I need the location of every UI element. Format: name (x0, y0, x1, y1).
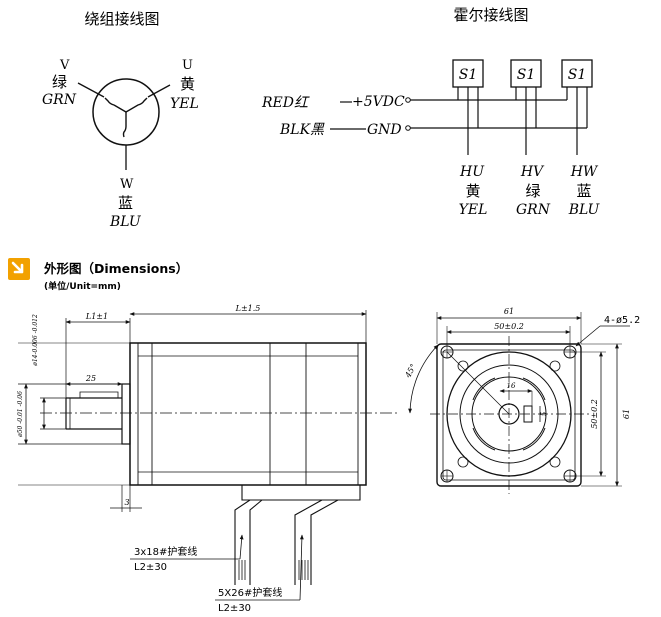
v-lead (77, 82, 105, 98)
hall-sensor-u-label: S1 (459, 67, 478, 83)
dim-holes-label: 4-ø5.2 (604, 315, 640, 326)
flange-pilot (121, 383, 131, 445)
winding-v-coil (104, 97, 127, 113)
hall-sensor-w-label: S1 (568, 67, 587, 83)
hu-code: HU (459, 164, 485, 180)
vdc-terminal (405, 97, 411, 103)
hall-title: 霍尔接线图 (453, 6, 528, 24)
dimensions-title: 外形图（Dimensions） (43, 261, 188, 276)
dim-l1-label: L1±1 (85, 312, 108, 321)
arrow-down-right-icon (11, 261, 24, 274)
hv-code: HV (520, 164, 545, 180)
dim-flange-thick-label: 3 (124, 498, 129, 507)
winding-diagram: 绕组接线图 V 绿 GRN U 黄 YEL W 蓝 BLU (42, 10, 199, 230)
winding-w-coil (122, 112, 127, 138)
cable-1-label: 3x18#护套线 (134, 545, 197, 558)
hu-cn: 黄 (465, 182, 480, 200)
dim-bolt-spacing-label: 50±0.2 (494, 322, 524, 331)
blk-label: BLK黑 (279, 122, 325, 138)
u-cn: 黄 (180, 75, 195, 93)
dim-key-depth-label: 5 (540, 411, 548, 416)
hw-en: BLU (568, 202, 601, 218)
dim-height-label: 61 (622, 409, 631, 419)
cable-2-length: L2±30 (218, 603, 251, 614)
shaft (65, 397, 122, 430)
motor-body (129, 342, 367, 486)
motor-side-view (18, 310, 400, 585)
dim-shaft-dia-label: ø14-0.006 -0.012 (32, 314, 39, 367)
hall-sensor-v-label: S1 (517, 67, 536, 83)
w-cn: 蓝 (118, 194, 133, 212)
gnd-label: GND (367, 122, 402, 138)
cable-1-length: L2±30 (134, 562, 167, 573)
cable-2 (294, 499, 339, 585)
shaft-key (79, 391, 119, 398)
winding-u-coil (125, 97, 148, 113)
w-en: BLU (109, 214, 142, 230)
gnd-terminal (405, 125, 411, 131)
w-letter: W (120, 177, 134, 192)
hall-leads (330, 87, 588, 155)
dim-angle-label: 45° (403, 362, 418, 380)
hall-diagram: 霍尔接线图 S1 S1 S1 RED红 +5VDC BLK黑 GND HU 黄 … (261, 6, 601, 218)
winding-title: 绕组接线图 (84, 10, 159, 28)
dim-25-label: 25 (85, 374, 96, 383)
v-en: GRN (42, 92, 77, 108)
cable-2-label: 5X26#护套线 (218, 586, 282, 599)
dim-flange-dia-label: ø50 -0.01 -0.06 (17, 391, 24, 438)
u-lead (147, 84, 171, 98)
vdc-label: +5VDC (352, 94, 405, 110)
dim-bolt-spacing-v-label: 50±0.2 (590, 399, 599, 429)
hu-en: YEL (459, 202, 488, 218)
cable-outlet (241, 485, 361, 501)
u-letter: U (182, 58, 193, 73)
hw-cn: 蓝 (576, 182, 591, 200)
v-cn: 绿 (52, 73, 67, 91)
dim-key-width-label: 16 (507, 382, 516, 390)
cable-1 (234, 499, 263, 585)
hv-cn: 绿 (525, 182, 540, 200)
dimensions-unit: (单位/Unit=mm) (44, 280, 121, 292)
dimensions-header: 外形图（Dimensions） (单位/Unit=mm) (8, 258, 188, 292)
motor-front-view (408, 312, 630, 494)
dim-angle-arc (408, 344, 439, 414)
cable-leaders (130, 534, 304, 601)
dim-l-label: L±1.5 (235, 304, 261, 313)
hv-en: GRN (516, 202, 551, 218)
hw-code: HW (570, 164, 599, 180)
red-label: RED红 (261, 95, 310, 111)
u-en: YEL (170, 96, 199, 112)
dim-width-label: 61 (504, 307, 514, 316)
v-letter: V (59, 58, 70, 73)
